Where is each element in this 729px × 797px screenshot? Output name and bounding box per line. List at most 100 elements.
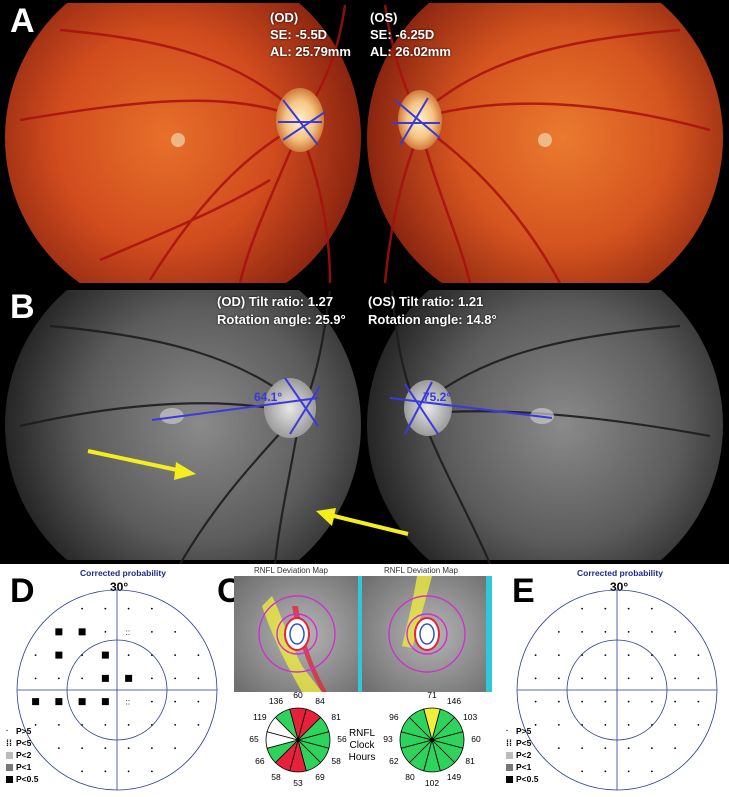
vf-point [604, 723, 607, 726]
vf-point [150, 723, 153, 726]
clock-hour-value: 103 [463, 712, 478, 722]
vf-point [674, 630, 677, 633]
vf-point-p5: :: [126, 698, 130, 707]
clock-hour-value: 119 [253, 712, 267, 722]
vf-point [604, 700, 607, 703]
legend-p-lt5: ⁞⁞P<5 [6, 737, 32, 748]
vf-point [197, 700, 200, 703]
vf-point [127, 607, 130, 610]
vf-od-plot: :::: [16, 589, 218, 791]
legend-e-p-lt2: P<2 [506, 750, 531, 760]
os-eye-label: (OS) [370, 10, 398, 25]
panel-b: B (OD) Tilt ratio: 1.27 Rotation angle: … [0, 286, 729, 564]
vf-point [674, 723, 677, 726]
vf-point [34, 654, 37, 657]
od-fovea [171, 133, 185, 147]
vf-point-p05 [78, 628, 86, 636]
clock-hour-value: 56 [337, 734, 347, 744]
vf-point [650, 770, 653, 773]
vf-point [581, 677, 584, 680]
vf-point [534, 677, 537, 680]
clock-hour-value: 93 [383, 734, 393, 744]
vf-point [674, 700, 677, 703]
vf-os-plot [516, 589, 718, 791]
clock-hour-value: 53 [293, 778, 303, 788]
vf-point [104, 747, 107, 750]
os-rotation-angle: Rotation angle: 14.8° [368, 312, 497, 327]
clock-hour-value: 65 [249, 734, 259, 744]
os-angle-label: 75.2° [423, 390, 452, 404]
vf-point [81, 747, 84, 750]
vf-point [604, 677, 607, 680]
legend-d: ·P>5 ⁞⁞P<5 P<2 P<1 P<0.5 [6, 726, 66, 796]
fundus-photos [0, 0, 729, 286]
vf-point [174, 723, 177, 726]
panel-b-letter: B [10, 288, 35, 326]
vf-point [197, 654, 200, 657]
legend-e-p-lt5: ⁞⁞P<5 [506, 737, 532, 748]
vf-point [627, 723, 630, 726]
os-tilt-ratio: (OS) Tilt ratio: 1.21 [368, 294, 484, 309]
vf-point [697, 700, 700, 703]
panel-d-title: Corrected probability [80, 568, 166, 578]
clock-hour-value: 62 [389, 756, 399, 766]
vf-point [150, 607, 153, 610]
clock-hour-value: 58 [271, 772, 281, 783]
vf-point [627, 654, 630, 657]
legend-e-p-lt05: P<0.5 [506, 774, 538, 784]
vf-point [104, 607, 107, 610]
os-fovea [538, 133, 552, 147]
vf-point [650, 723, 653, 726]
panel-e-letter: E [512, 572, 535, 610]
vf-point [627, 747, 630, 750]
vf-point [174, 747, 177, 750]
rnfl-map-title-od: RNFL Deviation Map [254, 566, 328, 575]
clock-hour-value: 60 [293, 690, 303, 700]
od-eye-label: (OD) [270, 10, 299, 25]
vf-point [557, 677, 560, 680]
rnfl-deviation-maps [234, 576, 492, 692]
vf-point [57, 677, 60, 680]
vf-point [581, 770, 584, 773]
clock-charts [265, 707, 465, 773]
vf-point [581, 654, 584, 657]
vf-point [674, 677, 677, 680]
vf-point [81, 654, 84, 657]
clock-hour-value: 146 [446, 695, 462, 706]
vf-point [604, 630, 607, 633]
legend-p5: ·P>5 [6, 726, 32, 736]
vf-point [197, 677, 200, 680]
vf-point [81, 677, 84, 680]
vf-point [150, 700, 153, 703]
panel-d: D Corrected probability 30° :::: [0, 564, 232, 797]
vf-point [604, 747, 607, 750]
vf-point [697, 677, 700, 680]
rnfl-clock-label: RNFL Clock Hours [348, 728, 376, 763]
vf-point [174, 630, 177, 633]
clock-hour-value: 102 [424, 778, 440, 788]
vf-point [34, 723, 37, 726]
vf-point [150, 677, 153, 680]
panel-c: C RNFL Deviation Map RNFL Deviation Map [217, 564, 497, 797]
clock-sector [408, 708, 433, 742]
od-se: SE: -5.5D [270, 27, 328, 42]
vf-point [627, 630, 630, 633]
vf-point [534, 723, 537, 726]
vf-point [81, 723, 84, 726]
vf-point [650, 677, 653, 680]
vf-point [127, 770, 130, 773]
vf-point [174, 654, 177, 657]
vf-point [604, 654, 607, 657]
legend-p-lt1: P<1 [6, 762, 31, 772]
vf-point-p05 [78, 698, 86, 706]
vf-point [627, 607, 630, 610]
clock-sector [274, 708, 299, 742]
vf-point [57, 723, 60, 726]
panel-e: E Corrected probability 30° [497, 564, 729, 797]
vf-point [581, 723, 584, 726]
vf-point-p05 [55, 698, 63, 706]
vf-point [557, 723, 560, 726]
panel-e-title: Corrected probability [577, 568, 663, 578]
vf-point [674, 747, 677, 750]
od-tilt-ratio: (OD) Tilt ratio: 1.27 [217, 294, 334, 309]
